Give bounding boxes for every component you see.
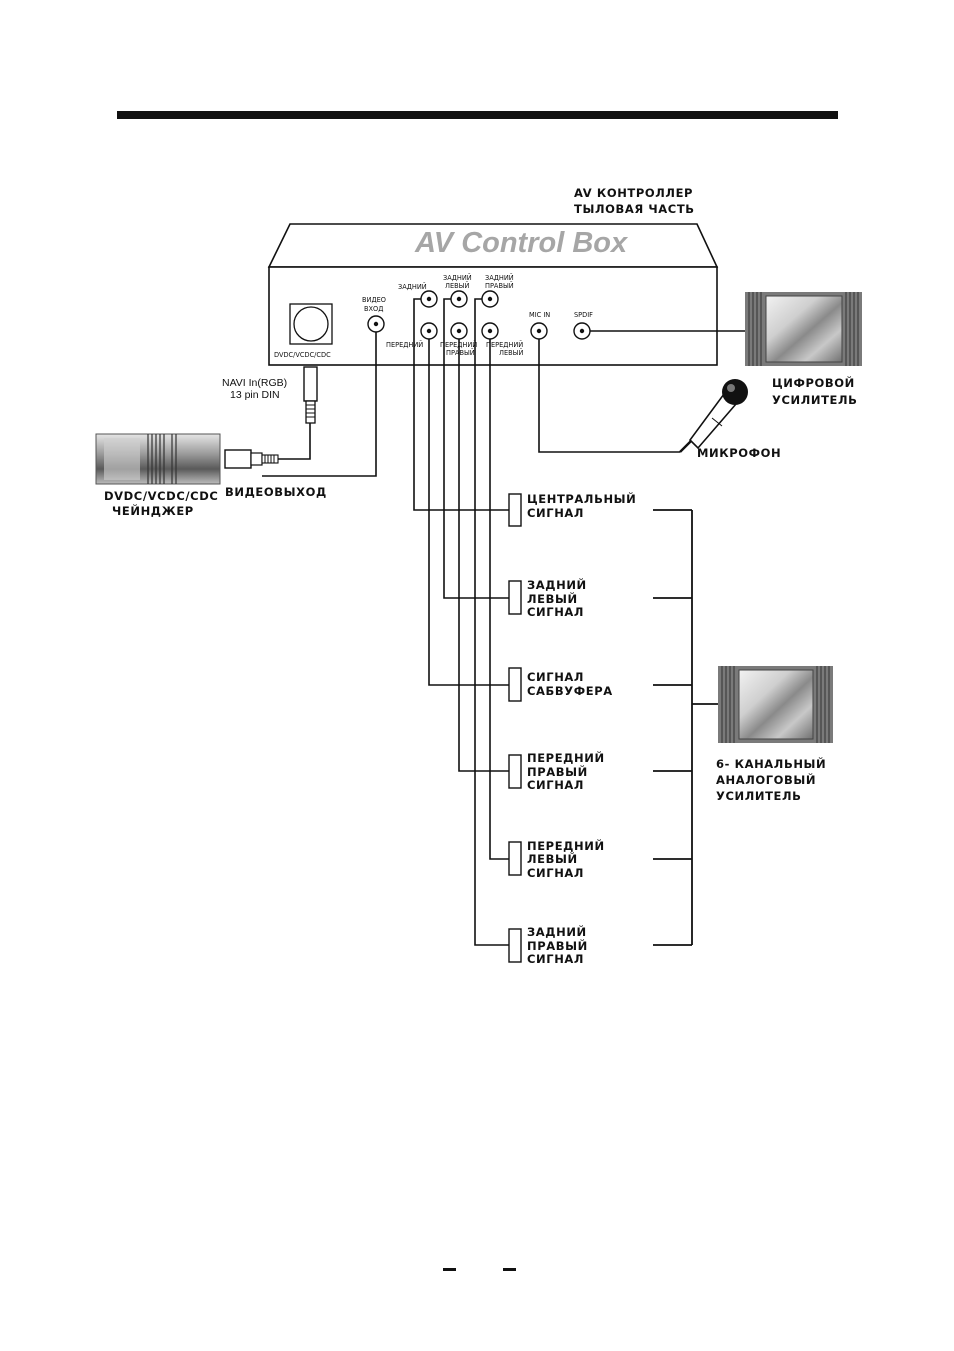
navi-label: NAVI In(RGB) [222, 377, 287, 389]
front-left-label: ПЕРЕДНИЙ [486, 340, 523, 349]
changer-label: DVDC/VCDC/CDC [104, 489, 218, 503]
microphone-icon [679, 379, 748, 453]
analog-amp-label: 6- КАНАЛЬНЫЙ [716, 756, 826, 771]
rear-label: ЗАДНИЙ [398, 282, 427, 291]
wire-rear-left [443, 298, 509, 599]
box-title: AV Control Box [414, 227, 629, 259]
page-mark-right [503, 1268, 516, 1271]
analog-amp-label-3: УСИЛИТЕЛЬ [716, 789, 802, 803]
wire-front-left [489, 339, 509, 860]
rear-left-jack [450, 290, 468, 308]
video-out-label: ВИДЕОВЫХОД [225, 485, 327, 499]
signal-label-front-right-2: ПРАВЫЙ [527, 764, 588, 779]
signal-label-rear-right-2: ПРАВЫЙ [527, 938, 588, 953]
header-rule [117, 111, 838, 119]
mic-in-label: MIC IN [529, 311, 550, 319]
front-left-jack [481, 322, 499, 340]
signal-label-front-left: ПЕРЕДНИЙ [527, 838, 605, 853]
signal-label-front-left-2: ЛЕВЫЙ [527, 851, 578, 866]
controller-label-rear: ТЫЛОВАЯ ЧАСТЬ [574, 202, 695, 216]
signal-connector-front-left [508, 841, 522, 876]
av-control-box: AV Control Box DVDC/VCDC/CDC ВИДЕО ВХОД … [267, 223, 719, 366]
video-in-label: ВИДЕО [362, 296, 386, 304]
signal-label-front-right-3: СИГНАЛ [527, 778, 584, 792]
wire-center [413, 298, 509, 511]
microphone-cable [538, 339, 680, 453]
signal-connector-rear-left [508, 580, 522, 615]
rear-right-label-2: ПРАВЫЙ [485, 281, 514, 290]
controller-label: AV КОНТРОЛЛЕР [574, 186, 693, 200]
rear-left-label-2: ЛЕВЫЙ [445, 281, 469, 290]
digital-amplifier [745, 292, 862, 366]
signal-connector-subwoofer [508, 667, 522, 702]
video-cable [262, 332, 377, 477]
signal-label-rear-right-3: СИГНАЛ [527, 952, 584, 966]
rear-right-label: ЗАДНИЙ [485, 273, 514, 282]
changer-device [95, 433, 221, 485]
front-jack [420, 322, 438, 340]
microphone-label: МИКРОФОН [697, 446, 781, 460]
signal-label-rear-right: ЗАДНИЙ [527, 924, 587, 939]
signal-label-subwoofer-2: САБВУФЕРА [527, 684, 613, 698]
dvdc-port-label: DVDC/VCDC/CDC [274, 351, 331, 359]
video-in-jack [367, 315, 385, 333]
signal-label-center: ЦЕНТРАЛЬНЫЙ [527, 491, 636, 506]
spdif-jack [573, 322, 591, 340]
signal-label-rear-left-3: СИГНАЛ [527, 605, 584, 619]
rear-right-jack [481, 290, 499, 308]
video-in-label-2: ВХОД [364, 305, 383, 313]
signal-connector-center [508, 493, 522, 527]
wire-subwoofer [428, 339, 509, 686]
front-right-jack [450, 322, 468, 340]
front-label: ПЕРЕДНИЙ [386, 340, 423, 349]
signal-connector-rear-right [508, 928, 522, 963]
digital-amp-label: ЦИФРОВОЙ [772, 375, 855, 390]
spdif-label: SPDIF [574, 311, 593, 319]
signal-label-rear-left: ЗАДНИЙ [527, 577, 587, 592]
rear-left-label: ЗАДНИЙ [443, 273, 472, 282]
page-mark-left [443, 1268, 456, 1271]
navi-din-connector [303, 366, 318, 424]
rear-jack [420, 290, 438, 308]
mic-in-jack [530, 322, 548, 340]
wire-front-right [458, 339, 509, 772]
signal-label-front-left-3: СИГНАЛ [527, 866, 584, 880]
changer-label-2: ЧЕЙНДЖЕР [112, 503, 194, 518]
analog-amp-label-2: АНАЛОГОВЫЙ [716, 772, 816, 787]
signal-label-rear-left-2: ЛЕВЫЙ [527, 591, 578, 606]
signal-label-front-right: ПЕРЕДНИЙ [527, 750, 605, 765]
signal-wires [413, 298, 509, 946]
navi-cable [278, 423, 311, 460]
front-right-label-2: ПРАВЫЙ [446, 348, 475, 357]
signal-connector-front-right [508, 754, 522, 789]
signal-label-subwoofer: СИГНАЛ [527, 670, 584, 684]
navi-label-2: 13 pin DIN [230, 389, 280, 401]
changer-plug [224, 449, 279, 469]
wire-rear-right [474, 298, 509, 946]
signal-label-center-2: СИГНАЛ [527, 506, 584, 520]
output-bus [653, 509, 718, 946]
analog-amplifier [718, 666, 833, 743]
digital-amp-label-2: УСИЛИТЕЛЬ [772, 393, 858, 407]
front-left-label-2: ЛЕВЫЙ [499, 348, 523, 357]
